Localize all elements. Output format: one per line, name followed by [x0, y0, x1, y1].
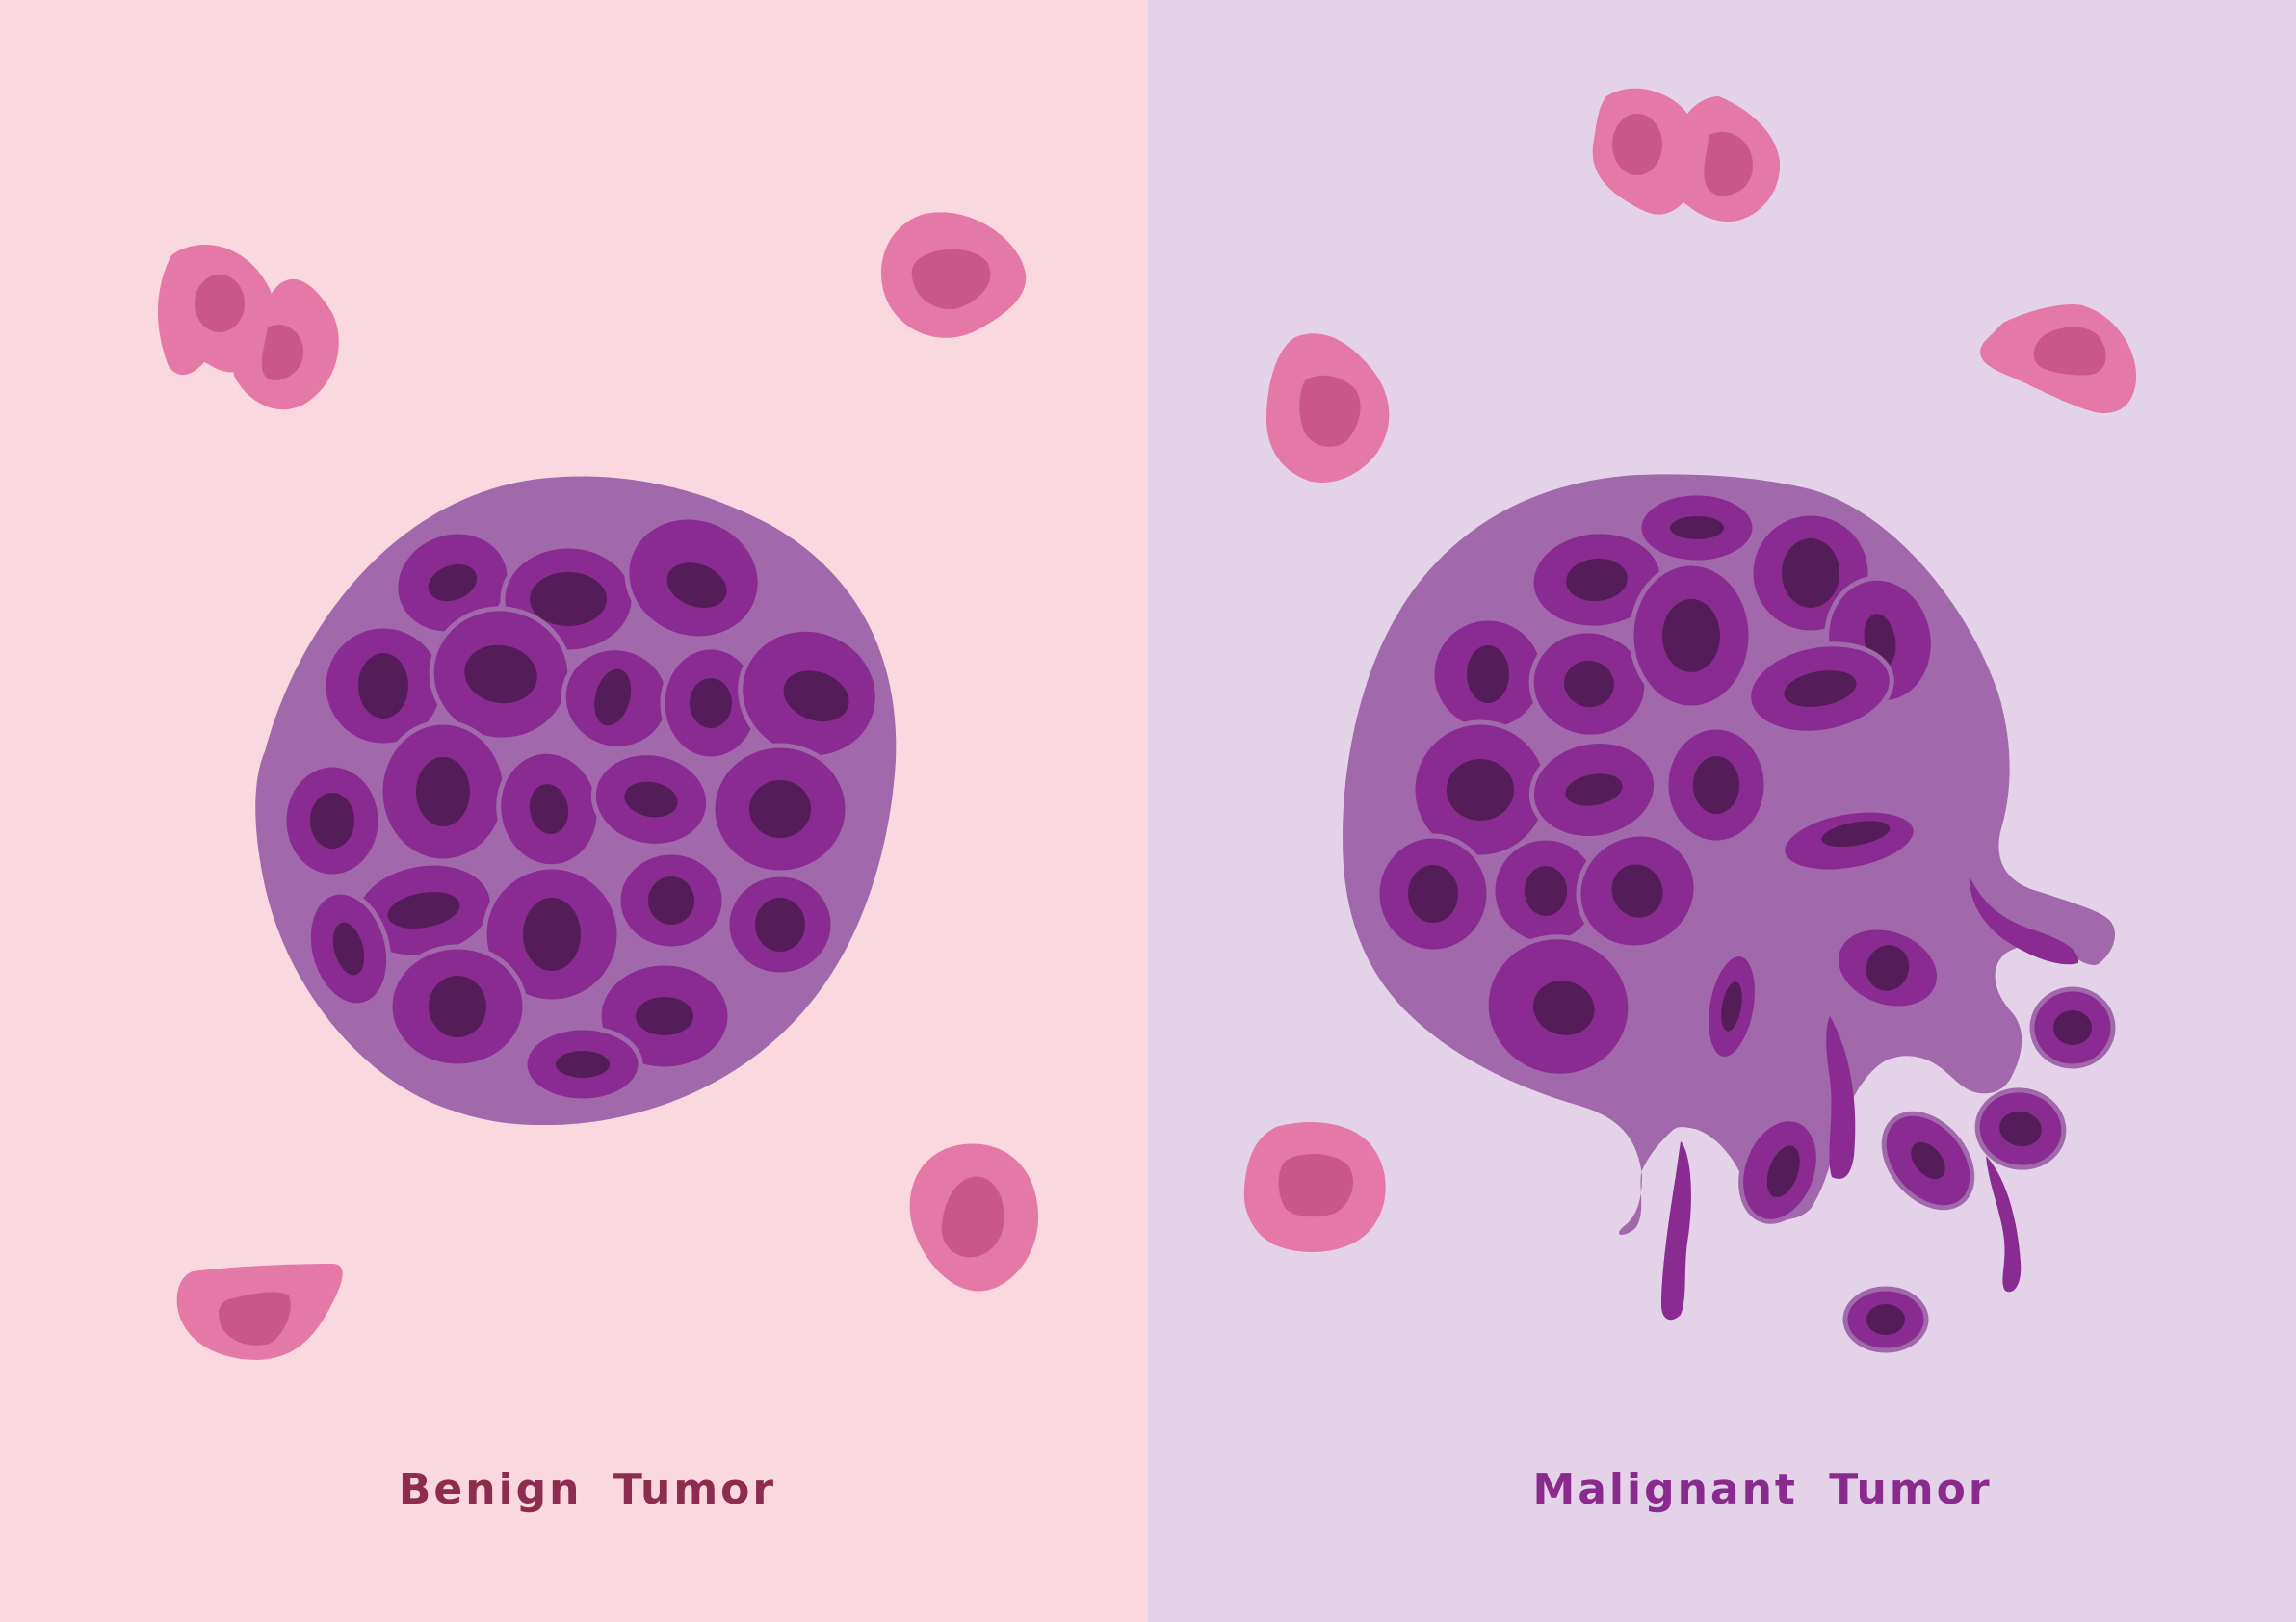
- malignant-cell-cluster: [1374, 490, 2116, 1353]
- normal-cell-pair: [1592, 88, 1781, 222]
- benign-cell-cluster: [281, 514, 880, 1104]
- tumor-cell: [1704, 952, 1760, 1061]
- tumor-cell: [2029, 986, 2116, 1069]
- invading-cell-fragment: [1826, 1016, 1856, 1179]
- tumor-cell: [660, 644, 762, 762]
- tumor-cell: [1663, 724, 1769, 846]
- tumor-cell: [429, 606, 573, 743]
- invading-cell-fragment: [1970, 876, 2079, 965]
- tumor-cell: [378, 719, 509, 864]
- tumor-cell: [1746, 641, 1894, 736]
- tumor-cell: [393, 529, 512, 637]
- tumor-cell: [710, 743, 850, 876]
- normal-cell: [176, 1264, 343, 1360]
- tumor-cell: [1576, 831, 1699, 951]
- tumor-cell: [1410, 719, 1551, 860]
- tumor-cell: [1636, 490, 1758, 565]
- invading-cell-fragment: [1661, 1141, 1691, 1321]
- benign-tumor-title: Benign Tumor: [398, 1465, 777, 1514]
- tumor-cell: [1483, 934, 1633, 1079]
- tumor-cell: [482, 864, 622, 1005]
- tumor-cell: [1528, 738, 1659, 842]
- tumor-cell: [321, 623, 446, 748]
- tumor-cell: [590, 750, 712, 849]
- normal-cell-pair: [157, 245, 339, 410]
- normal-cell: [1980, 303, 2137, 414]
- tumor-cell: [522, 1025, 643, 1104]
- tumor-cell: [1528, 628, 1650, 740]
- normal-cell: [909, 1143, 1039, 1292]
- tumor-cell: [281, 762, 383, 879]
- tumor-cell: [1429, 615, 1547, 733]
- tumor-cell: [615, 850, 727, 952]
- normal-cell: [1266, 333, 1390, 483]
- tumor-cell: [624, 514, 763, 641]
- tumor-cell: [1629, 561, 1754, 711]
- malignant-tumor-title: Malignant Tumor: [1532, 1465, 1993, 1514]
- tumor-cell: [724, 872, 836, 978]
- tumor-cell: [352, 860, 495, 960]
- tumor-cell: [1780, 807, 1918, 875]
- tumor-cell: [1881, 1111, 1975, 1211]
- malignant-panel: [1243, 88, 2137, 1353]
- tumor-cell: [1374, 833, 1492, 955]
- benign-panel: [157, 212, 1039, 1360]
- tumor-cell: [1834, 925, 1942, 1011]
- tumor-cell: [1842, 1286, 1929, 1353]
- tumor-cell: [1738, 1116, 1821, 1224]
- tumor-cell: [305, 889, 392, 1008]
- tumor-cell: [387, 944, 528, 1069]
- normal-cell: [880, 212, 1027, 338]
- invading-cell-fragment: [1986, 1156, 2022, 1293]
- tumor-cell: [561, 645, 672, 751]
- normal-cell: [1243, 1122, 1386, 1252]
- tumor-cell: [1974, 1087, 2067, 1170]
